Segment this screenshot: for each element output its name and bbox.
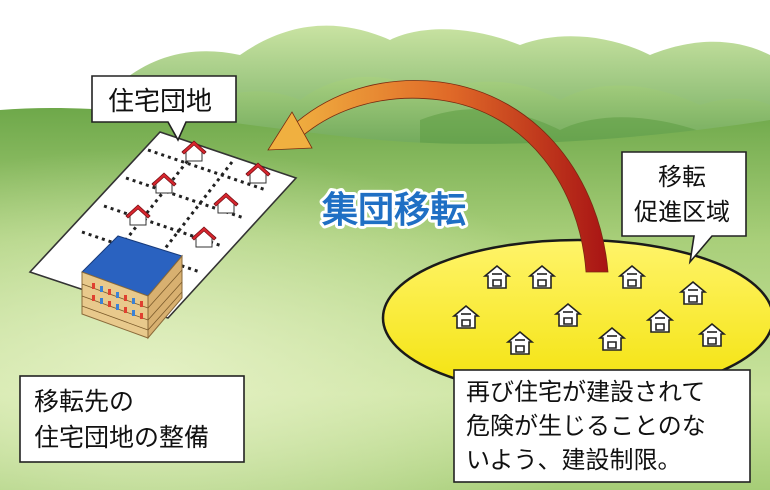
- zone-houses: [451, 264, 727, 355]
- housing-complex-label: 住宅団地: [108, 87, 212, 117]
- relocation-area-label-line1: 移転: [658, 163, 706, 191]
- destination-note-box: 移転先の 住宅団地の整備: [19, 375, 245, 463]
- new-houses: [125, 140, 271, 248]
- house-icon: [645, 308, 675, 333]
- house-icon: [482, 264, 512, 289]
- group-relocation-title-outline: 集団移転: [321, 190, 466, 231]
- site-roads: [81, 148, 267, 274]
- house-icon: [617, 264, 647, 289]
- restriction-line1: 再び住宅が建設されて: [466, 378, 705, 406]
- house-icon: [597, 326, 627, 351]
- destination-note-line2: 住宅団地の整備: [34, 423, 209, 452]
- restriction-line3: いよう、建設制限。: [466, 446, 682, 474]
- destination-note-line1: 移転先の: [34, 387, 134, 416]
- house-icon: [125, 204, 151, 226]
- relocation-promotion-area: [381, 238, 770, 398]
- construction-restriction-box: 再び住宅が建設されて 危険が生じることのな いよう、建設制限。: [453, 369, 751, 483]
- house-icon: [151, 172, 177, 194]
- house-icon: [527, 264, 557, 289]
- relocation-area-callout: 移転 促進区域: [621, 151, 747, 265]
- house-icon: [245, 162, 271, 184]
- house-icon: [553, 302, 583, 327]
- relocation-arrow: [267, 80, 609, 273]
- house-icon: [678, 280, 708, 305]
- house-icon: [697, 322, 727, 347]
- house-icon: [451, 304, 481, 329]
- apartment-building-icon: [81, 235, 183, 340]
- housing-complex-callout: 住宅団地: [91, 75, 237, 142]
- house-icon: [181, 140, 207, 162]
- house-icon: [191, 226, 217, 248]
- restriction-line2: 危険が生じることのな: [466, 412, 706, 440]
- house-icon: [505, 330, 535, 355]
- house-icon: [213, 192, 239, 214]
- relocation-area-label-line2: 促進区域: [634, 198, 730, 226]
- group-relocation-title: 集団移転: [321, 190, 466, 231]
- housing-complex-site: [28, 131, 298, 340]
